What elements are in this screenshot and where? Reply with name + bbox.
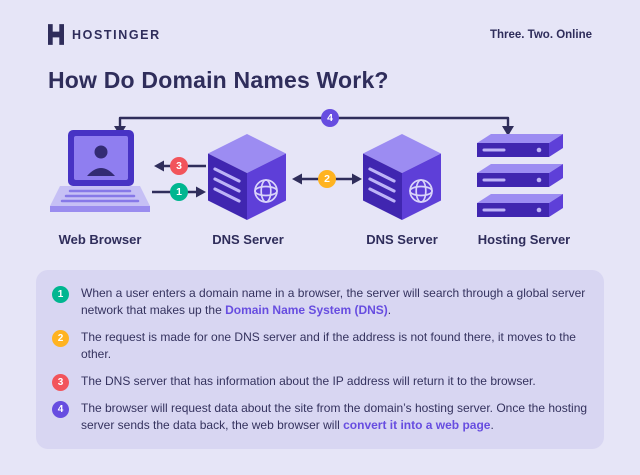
step-badge-1: 1 xyxy=(52,286,69,303)
arrow-badge-3: 3 xyxy=(170,157,188,175)
step-badge-2: 2 xyxy=(52,329,69,347)
step-4-highlight: convert it into a web page xyxy=(343,417,491,432)
node-label-hosting-server: Hosting Server xyxy=(477,232,571,247)
step-2-pre: The request is made for one DNS server a… xyxy=(81,329,576,362)
step-4-post: . xyxy=(490,417,494,432)
step-3-pre: The DNS server that has information abou… xyxy=(81,373,536,388)
laptop-browser-icon xyxy=(50,130,150,212)
hostinger-brand: HOSTINGER xyxy=(48,24,161,45)
step-text-4: The browser will request data about the … xyxy=(81,400,594,435)
hostinger-logo-icon xyxy=(48,24,64,45)
step-1-post: . xyxy=(387,303,392,318)
step-text-3: The DNS server that has information abou… xyxy=(81,373,536,390)
step-item-2: 2 The request is made for one DNS server… xyxy=(52,329,594,364)
step-badge-3: 3 xyxy=(52,373,69,391)
step-1-pre: When a user enters a domain name in a br… xyxy=(81,286,586,318)
step-item-1: 1 When a user enters a domain name in a … xyxy=(52,285,594,320)
brand-name: HOSTINGER xyxy=(72,27,161,42)
dns-cube-icon xyxy=(363,134,441,220)
step-item-3: 3 The DNS server that has information ab… xyxy=(52,373,594,391)
arrow-heads-step4 xyxy=(114,126,514,136)
server-stack-icon xyxy=(477,134,563,217)
header: HOSTINGER Three. Two. Online xyxy=(0,0,640,45)
server-slab xyxy=(477,164,563,187)
page-title: How Do Domain Names Work? xyxy=(48,67,389,93)
arrow-badge-1: 1 xyxy=(170,183,188,201)
arrow-badge-2: 2 xyxy=(318,170,336,188)
step-1-highlight: Domain Name System (DNS) xyxy=(225,303,388,318)
tagline: Three. Two. Online xyxy=(489,28,592,41)
arrow-step4-bracket xyxy=(118,116,510,128)
arrow-badge-4: 4 xyxy=(321,109,339,127)
step-text-1: When a user enters a domain name in a br… xyxy=(81,285,594,320)
step-text-2: The request is made for one DNS server a… xyxy=(81,329,594,364)
step-4-pre: The browser will request data about the … xyxy=(81,400,588,432)
domain-flow-diagram: 1 2 3 4 Web Browser DNS Server DNS Serve… xyxy=(0,106,640,256)
step-badge-4: 4 xyxy=(52,400,69,418)
node-label-dns-server-1: DNS Server xyxy=(212,232,284,247)
step-item-4: 4 The browser will request data about th… xyxy=(52,400,594,435)
server-slab xyxy=(477,194,563,217)
explanation-panel: 1 When a user enters a domain name in a … xyxy=(36,270,604,450)
server-slab xyxy=(477,134,563,157)
node-label-web-browser: Web Browser xyxy=(58,232,142,247)
dns-cube-icon xyxy=(208,134,286,220)
node-label-dns-server-2: DNS Server xyxy=(366,232,438,247)
